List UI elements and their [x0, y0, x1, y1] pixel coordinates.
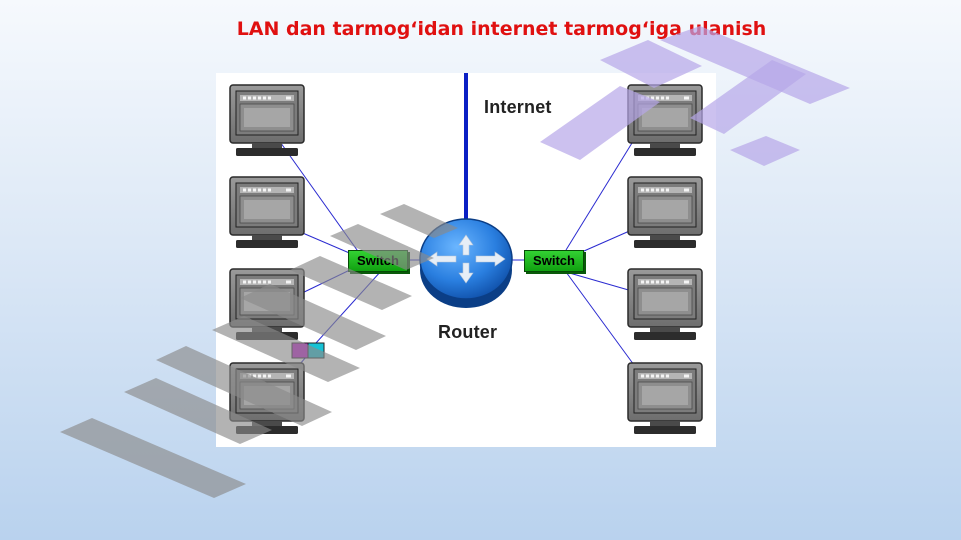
computer-right-2 — [627, 176, 703, 249]
computer-left-4 — [229, 362, 305, 435]
switch-right: Switch — [524, 250, 584, 272]
switch-left: Switch — [348, 250, 408, 272]
router-icon — [419, 218, 513, 308]
internet-label: Internet — [484, 97, 552, 117]
computer-left-2 — [229, 176, 305, 249]
network-diagram-graphic — [229, 73, 703, 435]
computer-right-4 — [627, 362, 703, 435]
router-label: Router — [438, 322, 498, 342]
computer-right-1 — [627, 84, 703, 157]
computer-left-3 — [229, 268, 305, 341]
slide-title: LAN dan tarmog‘idan internet tarmog‘iga … — [236, 18, 767, 40]
computer-right-3 — [627, 268, 703, 341]
small-device-icon — [291, 342, 325, 359]
network-diagram: Internet Router Switch Switch — [216, 73, 716, 447]
computer-left-1 — [229, 84, 305, 157]
